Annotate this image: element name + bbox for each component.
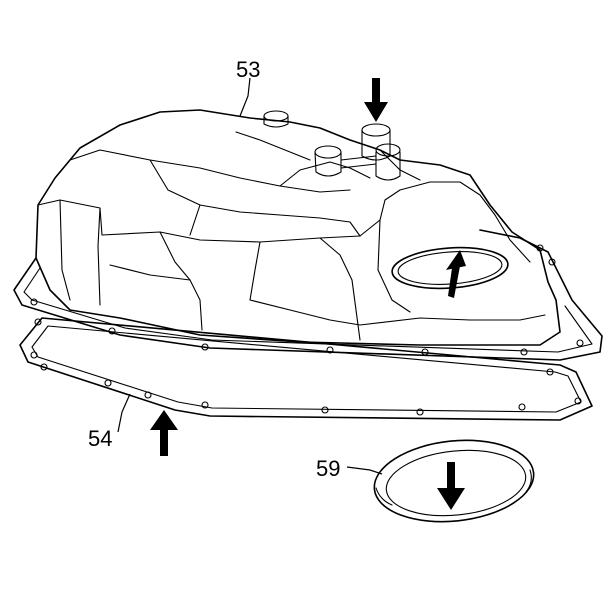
pan-bolt-holes bbox=[30, 244, 584, 356]
callout-pan-label: 53 bbox=[236, 57, 260, 82]
transmission-pan bbox=[13, 109, 603, 361]
callout-gasket-label: 54 bbox=[88, 426, 112, 451]
pan-fittings bbox=[263, 110, 401, 181]
arrow-up-icon bbox=[150, 410, 178, 456]
pan-gasket bbox=[19, 317, 593, 421]
gasket-bolt-holes bbox=[30, 318, 582, 416]
arrow-down-icon bbox=[364, 78, 388, 122]
arrow-down-icon bbox=[437, 462, 465, 510]
leader-lines bbox=[117, 77, 383, 475]
arrow-up-icon bbox=[446, 250, 466, 298]
filter-seal-ring bbox=[373, 439, 535, 523]
callout-seal-ring-label: 59 bbox=[316, 456, 340, 481]
